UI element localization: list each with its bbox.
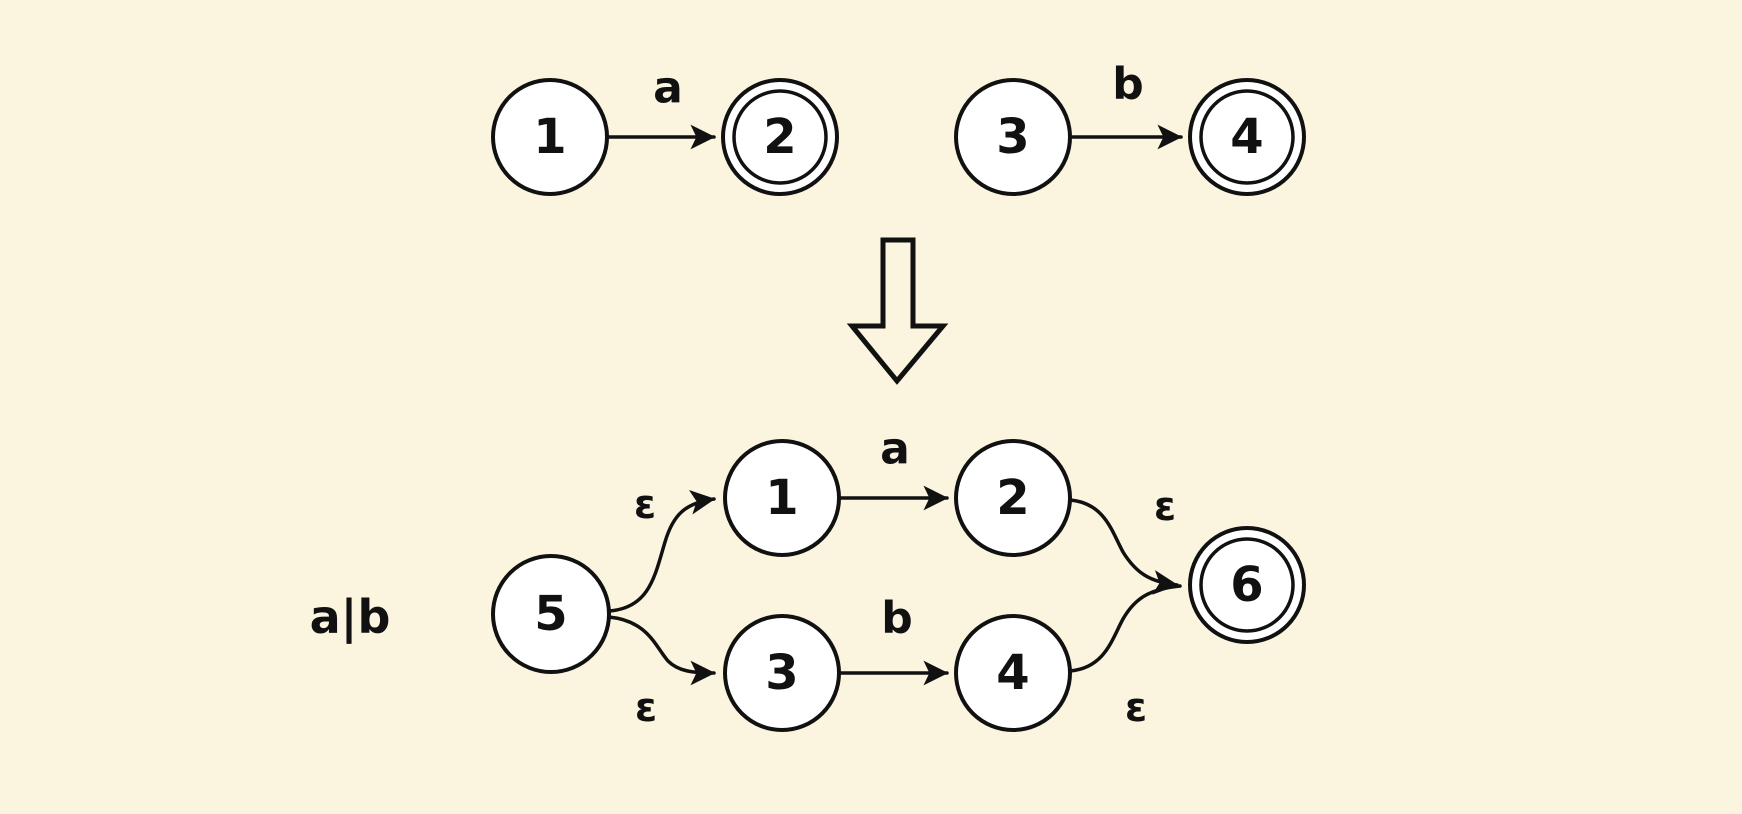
state-label-3: 3 bbox=[996, 109, 1029, 165]
epsilon-label-upper-out: ε bbox=[1154, 484, 1176, 530]
state-label-6: 6 bbox=[1230, 557, 1263, 613]
top-right-nfa: 3 b 4 bbox=[954, 59, 1306, 196]
state-node-5-start bbox=[491, 554, 611, 674]
state-node-4-inner-ring bbox=[1199, 89, 1295, 185]
state-node-2-inner-ring bbox=[732, 89, 828, 185]
state-node-2-accept bbox=[721, 78, 839, 196]
epsilon-label-upper-in: ε bbox=[634, 482, 656, 528]
state-node-6-accept bbox=[1188, 526, 1306, 644]
epsilon-label-lower-out: ε bbox=[1125, 685, 1147, 731]
edge-label-b-bottom: b bbox=[881, 593, 913, 644]
state-node-2b bbox=[954, 439, 1072, 557]
expression-label: a|b bbox=[310, 590, 391, 645]
edge-5-to-1-epsilon bbox=[607, 489, 716, 613]
edge-label-b: b bbox=[1112, 59, 1144, 110]
state-node-6-inner-ring bbox=[1199, 537, 1295, 633]
edge-5-to-3-epsilon bbox=[607, 615, 716, 686]
edge-4b-to-6-epsilon bbox=[1068, 584, 1182, 673]
top-left-nfa: 1 a 2 bbox=[491, 63, 839, 196]
state-label-4: 4 bbox=[1230, 109, 1263, 165]
state-node-4b bbox=[954, 614, 1072, 732]
edge-label-a-bottom: a bbox=[880, 424, 910, 475]
edge-label-a: a bbox=[653, 63, 683, 114]
result-nfa: a|b 5 ε ε 1 a 2 3 b 4 bbox=[310, 424, 1306, 732]
state-node-4-accept bbox=[1188, 78, 1306, 196]
state-label-3b: 3 bbox=[765, 645, 798, 701]
down-block-arrow-icon bbox=[846, 237, 949, 385]
state-label-2b: 2 bbox=[996, 470, 1029, 526]
edge-2b-to-6-epsilon bbox=[1068, 498, 1179, 595]
state-label-1b: 1 bbox=[765, 470, 798, 526]
state-label-5: 5 bbox=[534, 586, 567, 642]
state-label-2: 2 bbox=[763, 109, 796, 165]
state-label-4b: 4 bbox=[996, 645, 1029, 701]
state-label-1: 1 bbox=[533, 109, 566, 165]
epsilon-label-lower-in: ε bbox=[635, 685, 657, 731]
